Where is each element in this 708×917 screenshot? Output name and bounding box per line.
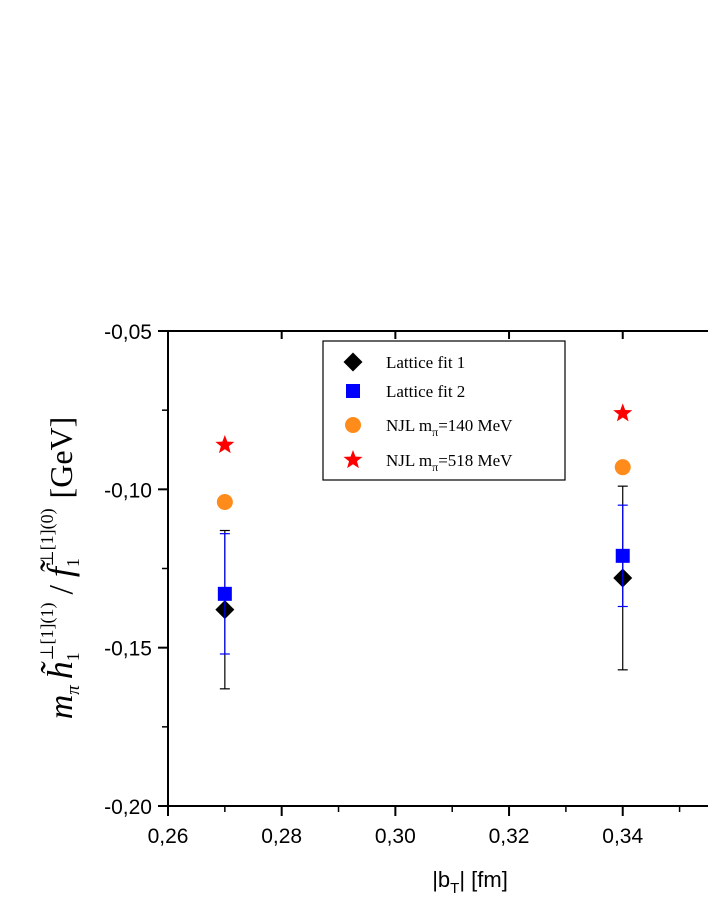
x-tick-label: 0,30 — [375, 825, 416, 848]
legend: Lattice fit 1 Lattice fit 2 NJL mπ=140 MeV… — [322, 340, 566, 481]
x-tick-label: 0,26 — [148, 825, 189, 848]
legend-label: Lattice fit 1 — [386, 353, 465, 372]
y-tick-label: -0,05 — [104, 321, 152, 344]
njl-m-518-mev-point — [215, 435, 235, 454]
lattice-fit-2-point — [217, 586, 232, 601]
x-tick-label: 0,32 — [489, 825, 530, 848]
lattice-fit-2-legend-marker — [346, 384, 360, 398]
legend-items: Lattice fit 1 Lattice fit 2 NJL mπ=140 MeV… — [343, 352, 513, 474]
y-tick-label: -0,15 — [104, 638, 152, 661]
njl-m-518-mev-legend-marker — [343, 450, 363, 469]
y-axis-title: mπh̃1⊥[1](1)/f̃1⊥[1](0)[GeV] — [37, 417, 84, 720]
njl-m-140-mev-point — [614, 459, 631, 476]
legend-label: NJL mπ=518 MeV — [386, 451, 513, 474]
legend-label: Lattice fit 2 — [386, 382, 465, 401]
data-marks — [215, 403, 633, 690]
x-tick-label: 0,34 — [602, 825, 643, 848]
y-tick-label: -0,20 — [104, 796, 152, 819]
lattice-fit-2-point — [615, 548, 630, 563]
njl-m-140-mev-legend-marker — [345, 417, 361, 433]
legend-label: NJL mπ=140 MeV — [386, 416, 513, 439]
njl-m-518-mev-point — [613, 403, 633, 422]
x-tick-label: 0,28 — [261, 825, 302, 848]
njl-m-140-mev-point — [216, 494, 233, 510]
svg-text:mπh̃1⊥[1](1)/f̃1⊥[1](0)[GeV]: mπh̃1⊥[1](1)/f̃1⊥[1](0)[GeV] — [37, 417, 84, 720]
lattice-fit-1-legend-marker — [343, 352, 363, 372]
legend-box — [322, 340, 566, 481]
x-ticks: 0,26 0,28 0,30 0,32 0,34 — [148, 331, 681, 848]
y-ticks: -0,20 -0,15 -0,10 -0,05 — [104, 321, 168, 819]
y-tick-label: -0,10 — [104, 479, 152, 502]
x-axis-title: |bT| [fm] — [432, 867, 508, 897]
